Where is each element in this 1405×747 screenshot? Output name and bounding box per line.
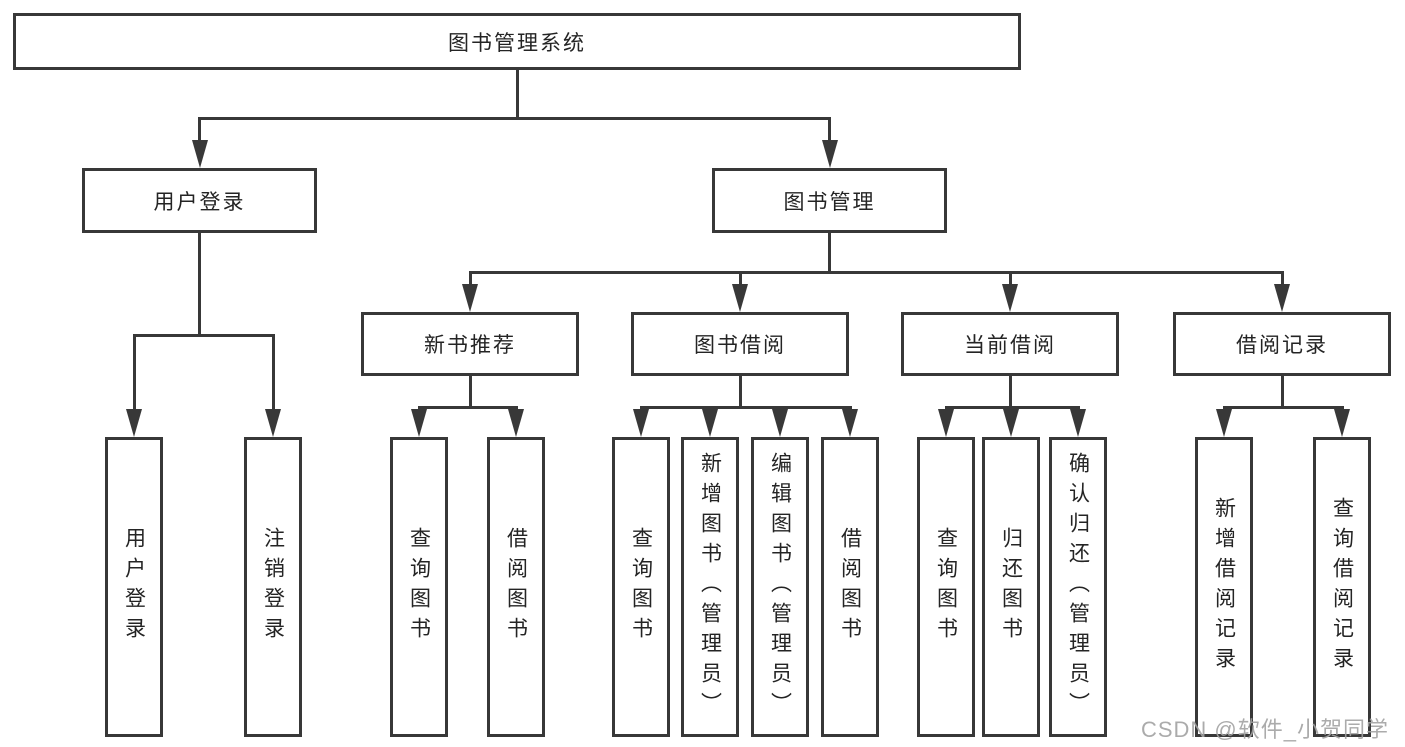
node-label-br-add-record: 新增借阅记录: [1212, 497, 1236, 677]
node-label-borrowing-records: 借阅记录: [1236, 334, 1328, 357]
node-label-user-login: 用户登录: [122, 527, 146, 647]
connector-book-management-module-current-borrowing-drop: [1009, 272, 1012, 290]
arrowhead-br-query-record: [1334, 409, 1350, 437]
node-nbr-query-books: 查询图书: [390, 437, 448, 737]
connector-book-management-module-bar: [469, 271, 1284, 274]
arrowhead-bb-borrow-books: [842, 409, 858, 437]
node-system: 图书管理系统: [13, 13, 1021, 70]
node-book-management-module: 图书管理: [712, 168, 947, 233]
node-borrowing-records: 借阅记录: [1173, 312, 1391, 376]
connector-system-user-login-module-drop: [198, 118, 201, 146]
connector-user-login-module-logout-drop: [272, 335, 275, 415]
arrowhead-user-login: [126, 409, 142, 437]
connector-user-login-module-user-login-drop: [133, 335, 136, 415]
node-cb-query-books: 查询图书: [917, 437, 975, 737]
connector-system-bar: [198, 117, 831, 120]
arrowhead-new-book-recommend: [462, 284, 478, 312]
node-label-book-management-module: 图书管理: [783, 190, 876, 214]
node-new-book-recommend: 新书推荐: [361, 312, 579, 376]
node-label-logout: 注销登录: [261, 527, 285, 647]
node-nbr-borrow-books: 借阅图书: [487, 437, 545, 737]
node-cb-confirm-return: 确认归还（管理员）: [1049, 437, 1107, 737]
node-logout: 注销登录: [244, 437, 302, 737]
connector-borrowing-records-stub: [1281, 376, 1284, 407]
arrowhead-bb-edit-books: [772, 409, 788, 437]
node-user-login-module: 用户登录: [82, 168, 317, 233]
arrowhead-borrowing-records: [1274, 284, 1290, 312]
node-label-current-borrowing: 当前借阅: [964, 334, 1056, 357]
arrowhead-book-management-module: [822, 140, 838, 168]
node-label-bb-query-books: 查询图书: [629, 527, 653, 647]
node-cb-return-books: 归还图书: [982, 437, 1040, 737]
arrowhead-bb-query-books: [633, 409, 649, 437]
connector-book-management-module-book-borrowing-drop: [739, 272, 742, 290]
arrowhead-cb-return-books: [1003, 409, 1019, 437]
node-label-bb-edit-books: 编辑图书（管理员）: [768, 452, 792, 722]
node-label-new-book-recommend: 新书推荐: [424, 334, 516, 357]
node-label-system: 图书管理系统: [448, 31, 586, 55]
node-label-cb-return-books: 归还图书: [999, 527, 1023, 647]
connector-user-login-module-bar: [133, 334, 275, 337]
node-user-login: 用户登录: [105, 437, 163, 737]
arrowhead-nbr-query-books: [411, 409, 427, 437]
node-br-query-record: 查询借阅记录: [1313, 437, 1371, 737]
connector-book-management-module-stub: [828, 233, 831, 272]
arrowhead-br-add-record: [1216, 409, 1232, 437]
connector-system-stub: [516, 70, 519, 118]
connector-book-management-module-borrowing-records-drop: [1281, 272, 1284, 290]
arrowhead-user-login-module: [192, 140, 208, 168]
connector-new-book-recommend-stub: [469, 376, 472, 407]
arrowhead-nbr-borrow-books: [508, 409, 524, 437]
node-label-cb-confirm-return: 确认归还（管理员）: [1066, 452, 1090, 722]
node-label-nbr-borrow-books: 借阅图书: [504, 527, 528, 647]
connector-book-borrowing-bar: [640, 406, 852, 409]
arrowhead-current-borrowing: [1002, 284, 1018, 312]
connector-borrowing-records-bar: [1223, 406, 1344, 409]
node-br-add-record: 新增借阅记录: [1195, 437, 1253, 737]
node-bb-edit-books: 编辑图书（管理员）: [751, 437, 809, 737]
node-label-bb-add-books: 新增图书（管理员）: [698, 452, 722, 722]
node-bb-query-books: 查询图书: [612, 437, 670, 737]
connector-current-borrowing-stub: [1009, 376, 1012, 407]
connector-book-management-module-new-book-recommend-drop: [469, 272, 472, 290]
arrowhead-book-borrowing: [732, 284, 748, 312]
connector-system-book-management-module-drop: [828, 118, 831, 146]
arrowhead-bb-add-books: [702, 409, 718, 437]
node-bb-borrow-books: 借阅图书: [821, 437, 879, 737]
arrowhead-cb-confirm-return: [1070, 409, 1086, 437]
node-label-book-borrowing: 图书借阅: [694, 334, 786, 357]
node-label-user-login-module: 用户登录: [153, 190, 246, 214]
connector-new-book-recommend-bar: [418, 406, 518, 409]
arrowhead-logout: [265, 409, 281, 437]
node-current-borrowing: 当前借阅: [901, 312, 1119, 376]
node-label-bb-borrow-books: 借阅图书: [838, 527, 862, 647]
node-label-br-query-record: 查询借阅记录: [1330, 497, 1354, 677]
csdn-watermark: CSDN @软件_小贺同学: [1140, 717, 1389, 742]
node-book-borrowing: 图书借阅: [631, 312, 849, 376]
connector-book-borrowing-stub: [739, 376, 742, 407]
node-label-cb-query-books: 查询图书: [934, 527, 958, 647]
node-bb-add-books: 新增图书（管理员）: [681, 437, 739, 737]
connector-user-login-module-stub: [198, 233, 201, 335]
arrowhead-cb-query-books: [938, 409, 954, 437]
node-label-nbr-query-books: 查询图书: [407, 527, 431, 647]
